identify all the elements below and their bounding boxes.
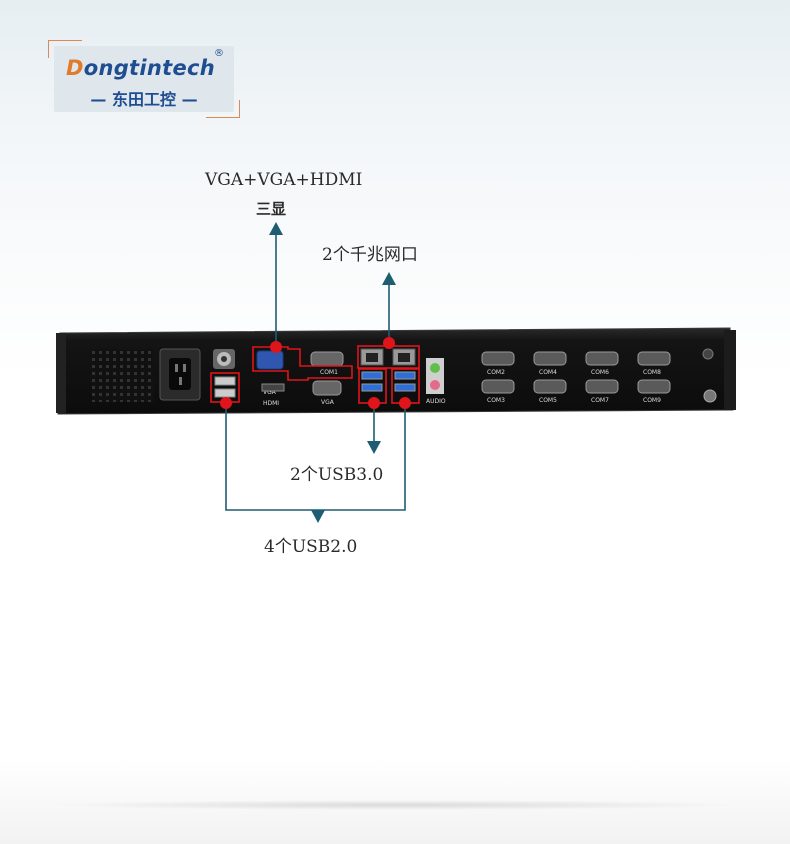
logo-subtitle: — 东田工控 — <box>90 90 198 109</box>
highlight-dots <box>220 337 411 409</box>
registered-mark: ® <box>214 48 224 59</box>
com5-label: COM5 <box>539 397 557 404</box>
com3-label: COM3 <box>487 397 505 404</box>
floor-shadow <box>40 800 750 810</box>
hdmi-port-label: HDMI <box>263 400 279 407</box>
power-inlet <box>159 348 201 401</box>
lan-ports <box>360 348 416 366</box>
vga-top-port-label: VGA <box>263 389 277 396</box>
com2-label: COM2 <box>487 369 505 376</box>
usb3-ports <box>361 371 416 392</box>
com1-port-label: COM1 <box>320 369 338 376</box>
com1-port <box>310 351 344 367</box>
serial-com-ports <box>481 351 671 394</box>
com7-label: COM7 <box>591 397 609 404</box>
brand-logo: Dongtintech ® — 东田工控 — <box>48 40 240 118</box>
hdmi-port <box>261 383 285 392</box>
logo-corner-decoration <box>206 100 240 118</box>
ps2-port <box>213 349 235 369</box>
logo-brand-text: Dongtintech <box>66 56 216 80</box>
gigabit-lan-label: 2个千兆网口 <box>322 245 418 265</box>
audio-jacks <box>426 358 444 394</box>
usb2-label: 4个USB2.0 <box>264 537 358 557</box>
chassis-rear-panel <box>56 327 736 415</box>
audio-port-label: AUDIO <box>426 398 446 405</box>
display-ports-label: VGA+VGA+HDMI <box>205 170 363 190</box>
vga-port-primary <box>256 350 284 370</box>
vga-port-secondary <box>312 380 342 396</box>
usb2-ports-left <box>214 376 236 398</box>
com9-label: COM9 <box>643 397 661 404</box>
logo-corner-decoration <box>48 40 82 58</box>
com4-label: COM4 <box>539 369 557 376</box>
ground-screw <box>702 348 714 360</box>
callout-arrowheads <box>269 222 396 523</box>
com8-label: COM8 <box>643 369 661 376</box>
vga-bottom-port-label: VGA <box>321 399 335 406</box>
ventilation-grille <box>92 350 154 402</box>
triple-display-label: 三显 <box>256 200 287 218</box>
com6-label: COM6 <box>591 369 609 376</box>
chassis-screw <box>703 389 717 403</box>
usb3-label: 2个USB3.0 <box>290 465 384 485</box>
